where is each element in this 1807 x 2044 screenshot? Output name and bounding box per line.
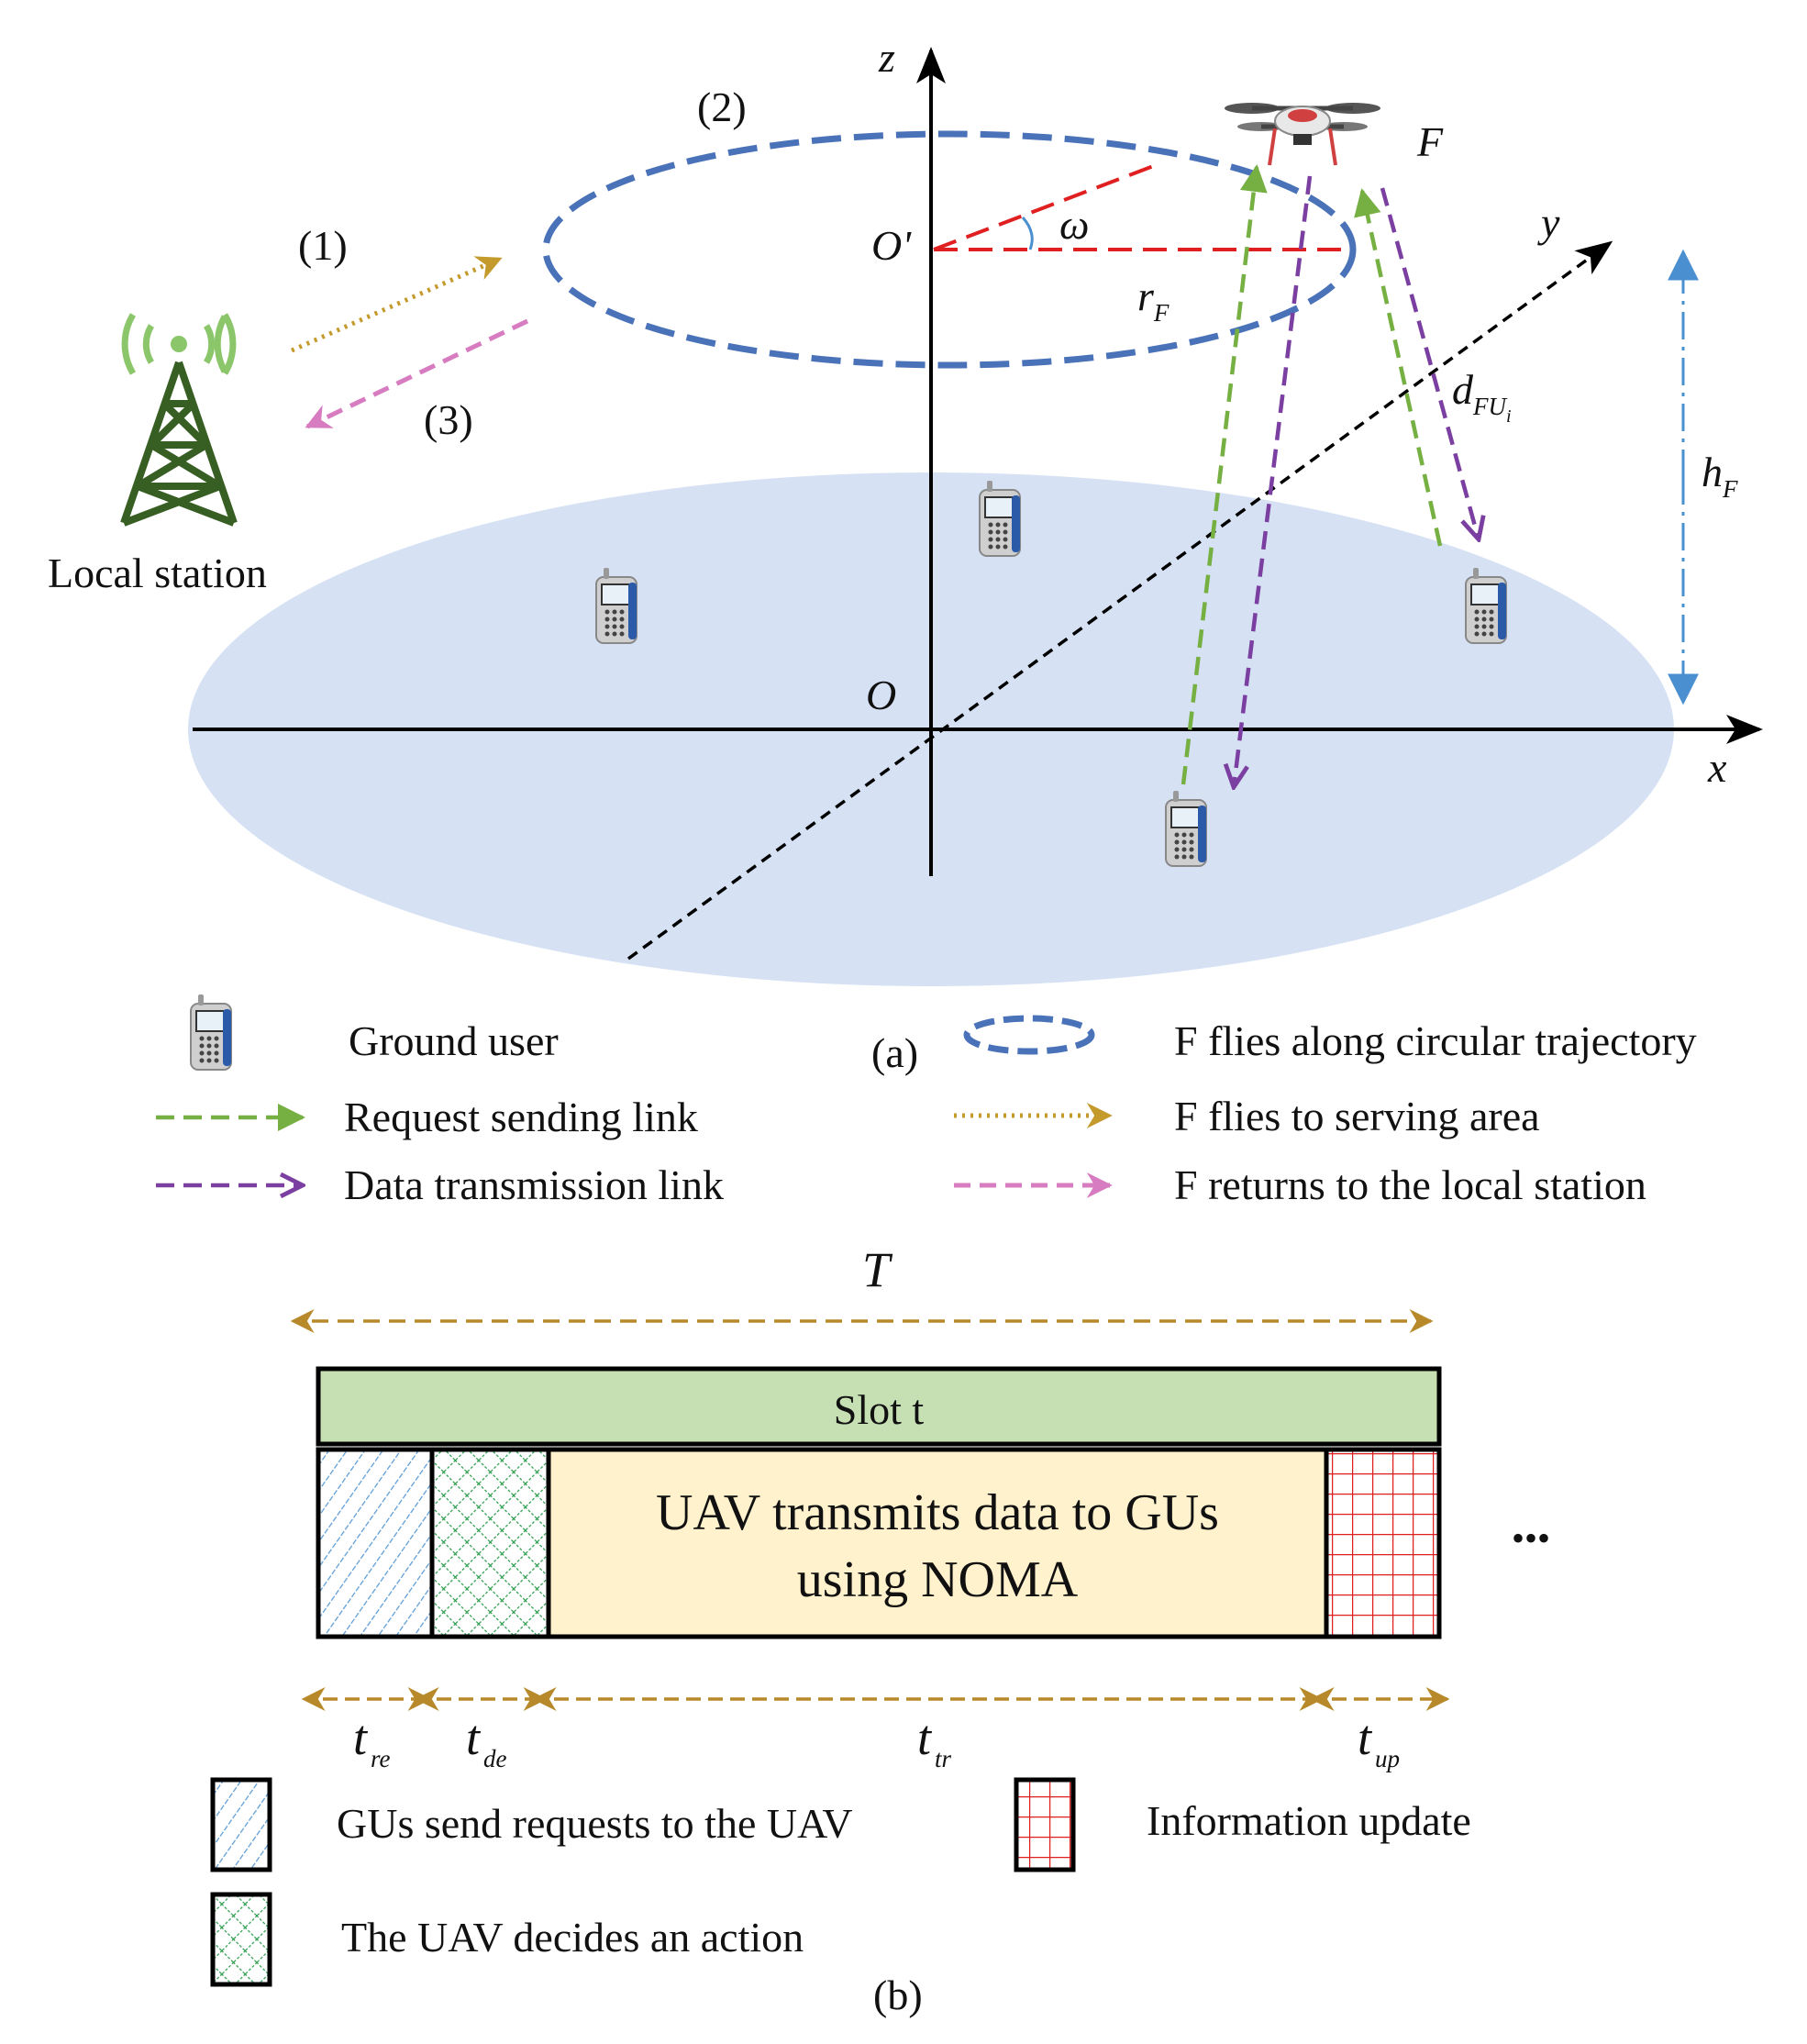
request-link-1 bbox=[1181, 164, 1268, 785]
legend-circular: F flies along circular trajectory bbox=[1174, 1017, 1697, 1064]
data-link-2 bbox=[1380, 187, 1479, 539]
center-label: O' bbox=[871, 222, 912, 269]
height-label: hF bbox=[1702, 449, 1738, 503]
legend-ground-user: Ground user bbox=[349, 1017, 559, 1064]
mobile-phone-icon bbox=[1465, 567, 1507, 644]
y-axis-line bbox=[626, 240, 1613, 961]
return-arrow bbox=[305, 318, 529, 429]
mobile-phone-icon bbox=[1165, 790, 1207, 867]
z-axis-label: z bbox=[878, 34, 895, 81]
step1-label: (1) bbox=[298, 222, 348, 269]
local-station-label: Local station bbox=[48, 550, 267, 596]
angle-arc bbox=[1021, 217, 1034, 250]
step2-label: (2) bbox=[697, 83, 747, 130]
slot-bar bbox=[316, 1366, 1442, 1447]
caption-a: (a) bbox=[871, 1029, 918, 1076]
legend-request-swatch bbox=[210, 1777, 272, 1872]
legend-data: Data transmission link bbox=[344, 1161, 724, 1208]
fly-to-area-arrow bbox=[290, 256, 503, 353]
x-axis-label: x bbox=[1707, 744, 1727, 791]
legend-trajectory-icon bbox=[963, 1015, 1095, 1055]
decide-phase bbox=[429, 1447, 551, 1639]
legend-requests: GUs send requests to the UAV bbox=[337, 1800, 853, 1847]
legend-update-swatch bbox=[1014, 1777, 1076, 1872]
distance-label: dFUi bbox=[1452, 366, 1512, 427]
origin-label: O bbox=[866, 672, 896, 718]
period-label: T bbox=[862, 1242, 893, 1297]
legend-update: Information update bbox=[1147, 1797, 1471, 1844]
caption-b: (b) bbox=[873, 1972, 923, 2018]
legend-decides: The UAV decides an action bbox=[341, 1914, 804, 1961]
mobile-phone-icon bbox=[595, 567, 637, 644]
update-phase bbox=[1324, 1447, 1442, 1639]
legend-decide-swatch bbox=[210, 1892, 272, 1987]
part-a: z y x O O' ω rF (2) (1) (3) F dFUi hF bbox=[48, 34, 1763, 1208]
request-phase bbox=[316, 1447, 435, 1639]
request-link-2 bbox=[1354, 188, 1443, 547]
transmit-line2: using NOMA bbox=[797, 1551, 1079, 1608]
cell-tower-icon bbox=[120, 313, 238, 527]
step3-label: (3) bbox=[424, 396, 473, 443]
legend-return: F returns to the local station bbox=[1174, 1161, 1646, 1208]
circular-trajectory bbox=[542, 130, 1357, 369]
transmit-phase bbox=[546, 1447, 1329, 1639]
legend-request: Request sending link bbox=[344, 1094, 698, 1140]
part-b: T Slot t UAV transmits data to GUs using… bbox=[210, 1242, 1550, 2018]
ellipsis: ••• bbox=[1512, 1517, 1550, 1559]
mobile-phone-icon bbox=[979, 480, 1021, 557]
slot-label: Slot t bbox=[834, 1386, 925, 1433]
transmit-line1: UAV transmits data to GUs bbox=[656, 1484, 1219, 1541]
drone-icon bbox=[1225, 103, 1380, 166]
omega-label: ω bbox=[1059, 201, 1089, 248]
uav-label: F bbox=[1416, 118, 1444, 165]
radius-label: rF bbox=[1137, 272, 1170, 327]
data-link-1 bbox=[1234, 175, 1313, 787]
y-axis-label: y bbox=[1537, 199, 1560, 246]
angle-line bbox=[933, 163, 1157, 251]
legend-fly-to: F flies to serving area bbox=[1174, 1093, 1540, 1139]
legend-ground-user-icon bbox=[190, 994, 232, 1071]
